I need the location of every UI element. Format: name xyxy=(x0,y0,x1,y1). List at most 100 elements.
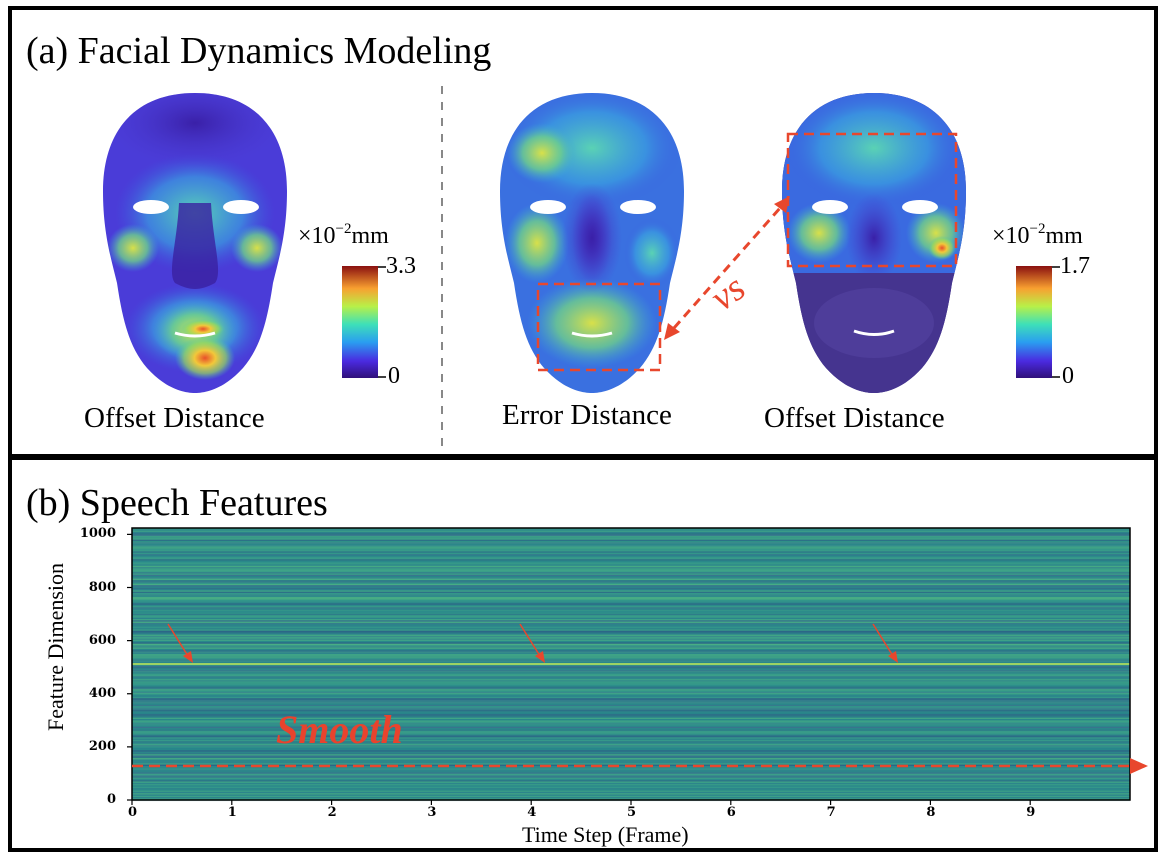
heatmap-row xyxy=(132,654,1130,656)
heatmap-row xyxy=(132,645,1130,647)
heatmap-row xyxy=(132,665,1130,668)
heatmap-row xyxy=(132,600,1130,603)
heatmap-row xyxy=(132,611,1130,613)
heatmap-row xyxy=(132,621,1130,623)
heatmap-row xyxy=(132,680,1130,682)
heatmap-row xyxy=(132,625,1130,627)
x-tick-label: 5 xyxy=(627,805,637,820)
heatmap-row xyxy=(132,732,1130,734)
heatmap-row xyxy=(132,773,1130,776)
heatmap-row xyxy=(132,681,1130,683)
feature-arrows xyxy=(167,623,898,663)
heatmap-row xyxy=(132,747,1130,750)
heatmap-row xyxy=(132,591,1130,594)
colorbar-right-max: 1.7 xyxy=(1060,253,1090,279)
heatmap-row xyxy=(132,646,1130,648)
heatmap-row xyxy=(132,530,1130,532)
heatmap-row xyxy=(132,603,1130,605)
heatmap-row xyxy=(132,578,1130,581)
heatmap-row xyxy=(132,583,1130,586)
heatmap-row xyxy=(132,738,1130,740)
heatmap-row xyxy=(132,720,1130,722)
heatmap-row xyxy=(132,778,1130,781)
caption-offset-distance-right: Offset Distance xyxy=(764,402,945,434)
heatmap-row xyxy=(132,548,1130,551)
heatmap-row xyxy=(132,739,1130,742)
heatmap-row xyxy=(132,678,1130,681)
heatmap-row xyxy=(132,767,1130,769)
heatmap-row xyxy=(132,791,1130,794)
heatmap-row xyxy=(132,624,1130,626)
smooth-label: Smooth xyxy=(276,707,403,752)
heatmap-row xyxy=(132,574,1130,577)
heatmap-row xyxy=(132,573,1130,575)
heatmap-row xyxy=(132,760,1130,763)
heatmap-row xyxy=(132,650,1130,652)
heatmap-row xyxy=(132,668,1130,670)
colorbar-left-unit: ×10−2mm xyxy=(298,221,389,249)
heatmap-row xyxy=(132,648,1130,651)
heatmap-row xyxy=(132,733,1130,735)
heatmap-row xyxy=(132,535,1130,538)
heatmap-row xyxy=(132,750,1130,752)
y-tick-label: 400 xyxy=(88,685,116,701)
heatmap-row xyxy=(132,716,1130,718)
x-tick-label: 6 xyxy=(726,805,736,820)
heatmap-row xyxy=(132,556,1130,558)
heatmap-row xyxy=(132,684,1130,686)
heatmap-row xyxy=(132,533,1130,535)
feature-arrow-3 xyxy=(872,623,898,663)
heatmap-row xyxy=(132,777,1130,779)
heatmap-row xyxy=(132,577,1130,579)
heatmap-row xyxy=(132,736,1130,738)
heatmap-row xyxy=(132,604,1130,607)
heatmap-row xyxy=(132,595,1130,597)
heatmap-row xyxy=(132,639,1130,642)
heatmap-row xyxy=(132,632,1130,634)
heatmap-row xyxy=(132,617,1130,620)
heatmap-row xyxy=(132,608,1130,610)
heatmap-row xyxy=(132,674,1130,677)
heatmap-row xyxy=(132,785,1130,787)
heatmap-row xyxy=(132,580,1130,582)
feature-arrow-2 xyxy=(519,623,545,663)
heatmap-row xyxy=(132,539,1130,542)
heatmap-row xyxy=(132,546,1130,548)
heatmap-row xyxy=(132,567,1130,569)
heatmap-row xyxy=(132,667,1130,669)
heatmap-row xyxy=(132,790,1130,792)
y-tick-label: 200 xyxy=(88,738,116,754)
heatmap-row xyxy=(132,704,1130,707)
y-axis-label: Feature Dimension xyxy=(43,562,68,731)
heatmap-row xyxy=(132,730,1130,733)
heatmap-row xyxy=(132,788,1130,790)
heatmap-row xyxy=(132,576,1130,578)
heatmap-row xyxy=(132,606,1130,608)
heatmap-row xyxy=(132,687,1130,690)
heatmap-row xyxy=(132,745,1130,747)
heatmap-row xyxy=(132,659,1130,661)
colorbar-left xyxy=(342,266,378,378)
heatmap-row xyxy=(132,634,1130,636)
face-offset-distance-right xyxy=(782,93,966,393)
heatmap-row xyxy=(132,746,1130,748)
heatmap-row xyxy=(132,794,1130,796)
heatmap-row xyxy=(132,555,1130,557)
heatmap-row xyxy=(132,647,1130,649)
heatmap-row xyxy=(132,615,1130,617)
heatmap-row xyxy=(132,569,1130,571)
heatmap-row xyxy=(132,797,1130,799)
heatmap-row xyxy=(132,752,1130,755)
x-tick-label: 3 xyxy=(427,805,437,820)
heatmap-row xyxy=(132,724,1130,726)
colorbar-right-min: 0 xyxy=(1062,363,1074,389)
heatmap-row xyxy=(132,769,1130,772)
heatmap-row xyxy=(132,589,1130,591)
heatmap-row xyxy=(132,550,1130,552)
heatmap-row xyxy=(132,547,1130,549)
heatmap-row xyxy=(132,593,1130,595)
heatmap-row xyxy=(132,613,1130,616)
heatmap-row xyxy=(132,676,1130,678)
heatmap-row xyxy=(132,612,1130,614)
heatmap-row xyxy=(132,544,1130,547)
